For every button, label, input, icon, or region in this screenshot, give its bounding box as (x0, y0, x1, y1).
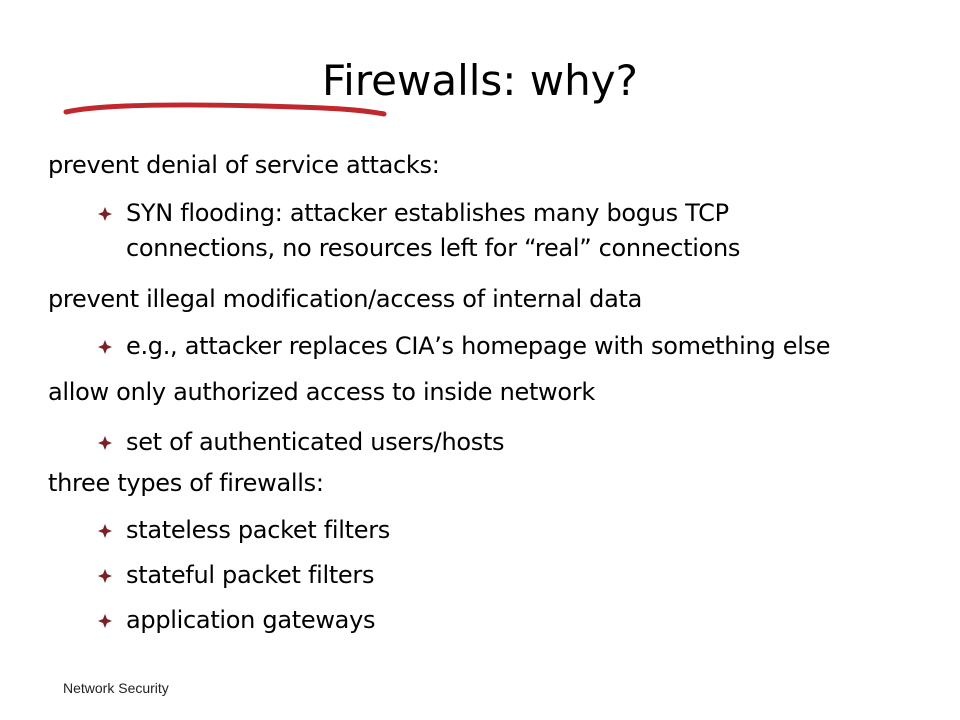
slide-footer: Network Security (63, 680, 169, 696)
point-authorized-access: allow only authorized access to inside n… (48, 378, 595, 406)
diamond-bullet-icon (98, 614, 112, 628)
title-underline (63, 102, 387, 117)
diamond-bullet-icon (98, 524, 112, 538)
sub-point-line: stateless packet filters (126, 516, 390, 544)
slide-title: Firewalls: why? (322, 56, 638, 105)
sub-point-line: SYN flooding: attacker establishes many … (126, 199, 729, 227)
sub-point-line: application gateways (126, 606, 376, 634)
diamond-bullet-icon (98, 436, 112, 450)
diamond-bullet-icon (98, 207, 112, 221)
diamond-bullet-icon (98, 340, 112, 354)
diamond-bullet-icon (98, 569, 112, 583)
sub-point-line: connections, no resources left for “real… (126, 234, 741, 262)
point-denial-of-service: prevent denial of service attacks: (48, 151, 440, 179)
sub-point-line: stateful packet filters (126, 561, 375, 589)
sub-point-line: set of authenticated users/hosts (126, 428, 505, 456)
sub-point-line: e.g., attacker replaces CIA’s homepage w… (126, 332, 831, 360)
point-illegal-modification: prevent illegal modification/access of i… (48, 285, 643, 313)
point-types-of-firewalls: three types of firewalls: (48, 469, 324, 497)
